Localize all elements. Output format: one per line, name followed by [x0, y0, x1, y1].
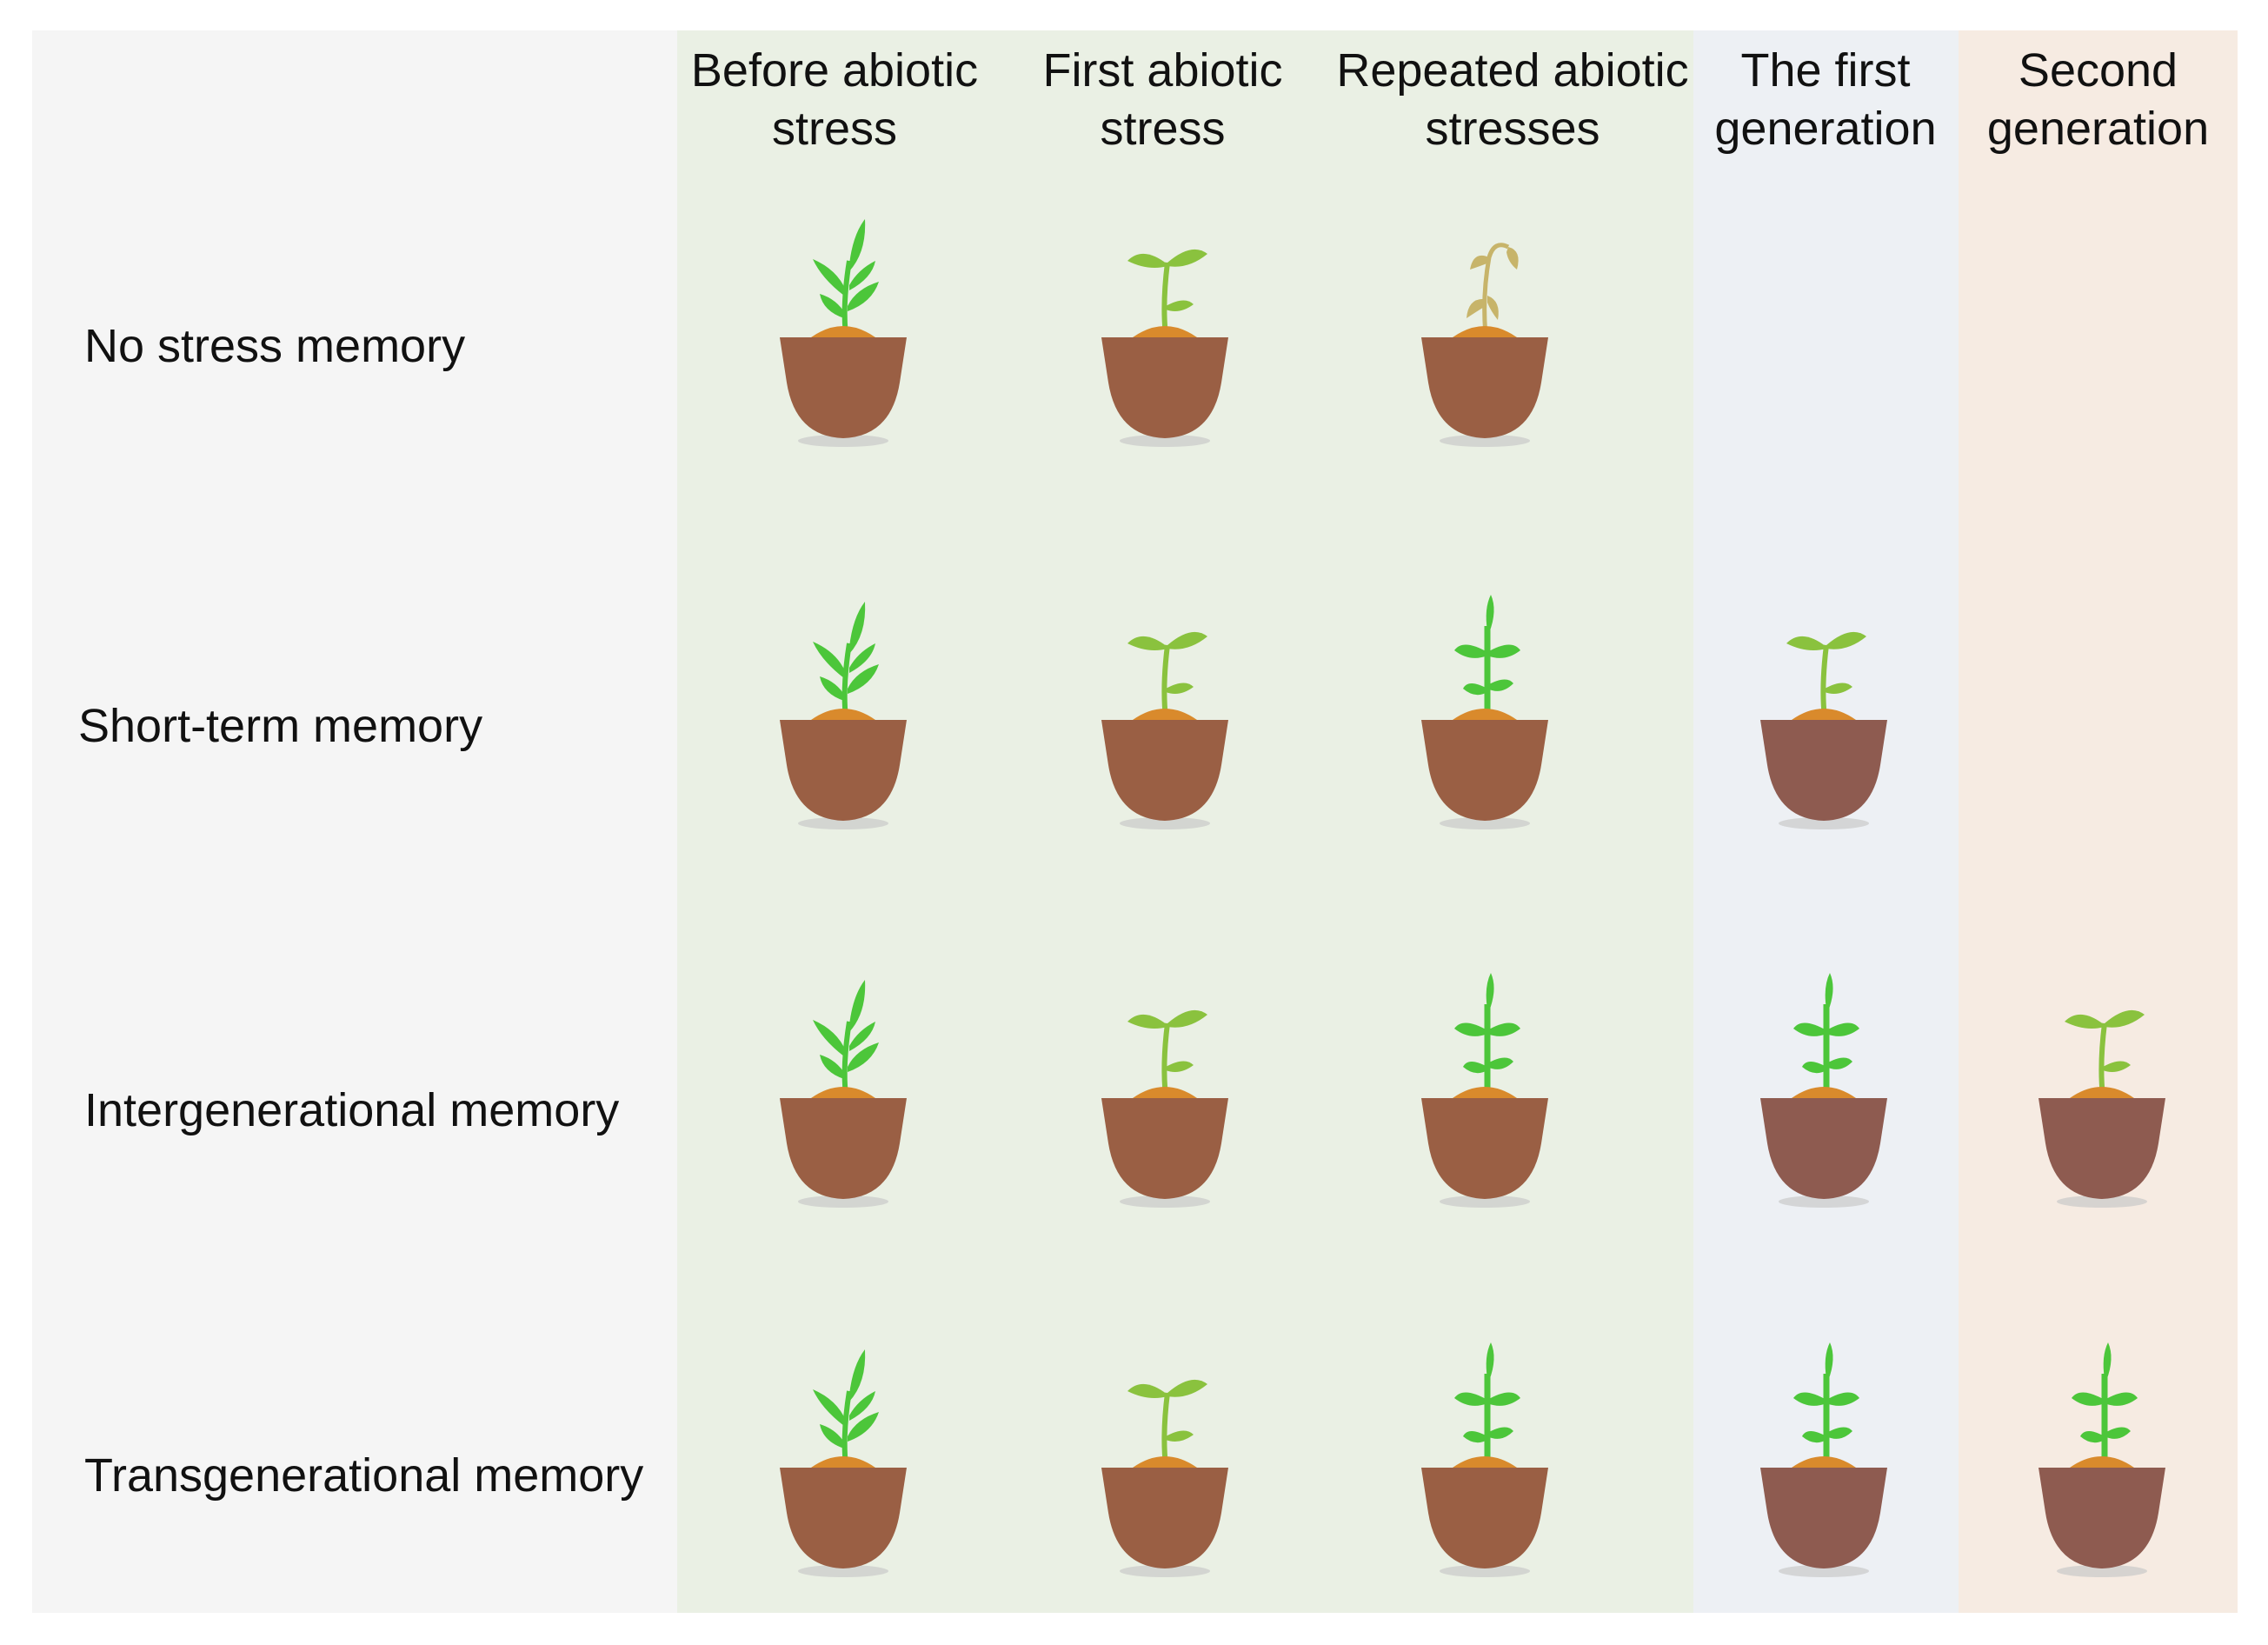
sprout-mild-plant-icon: [1760, 631, 1887, 829]
plant-inter-gen2: [2028, 969, 2176, 1213]
column-header-first-generation: The first generation: [1714, 44, 1937, 155]
row-label-transgenerational-memory: Transgenerational memory: [84, 1449, 644, 1502]
sprout-mild-plant-icon: [1101, 1379, 1228, 1577]
healthy-bright-plant-icon: [2039, 1342, 2165, 1577]
plant-inter-first: [1091, 969, 1239, 1213]
plant-inter-repeated: [1411, 969, 1559, 1213]
healthy-leafy-plant-icon: [780, 602, 907, 829]
healthy-bright-plant-icon: [1421, 595, 1548, 829]
row-label-short-term-memory: Short-term memory: [78, 700, 483, 752]
column-header-second-generation: Second generation: [1986, 44, 2210, 155]
healthy-bright-plant-icon: [1760, 1342, 1887, 1577]
plant-trans-gen1: [1750, 1339, 1898, 1582]
plant-trans-gen2: [2028, 1339, 2176, 1582]
healthy-bright-plant-icon: [1421, 1342, 1548, 1577]
healthy-leafy-plant-icon: [780, 980, 907, 1208]
column-header-first-stress: First abiotic stress: [1042, 44, 1283, 155]
plant-short-before: [769, 591, 917, 835]
plant-trans-first: [1091, 1339, 1239, 1582]
row-label-no-stress-memory: No stress memory: [84, 320, 466, 372]
row-label-intergenerational-memory: Intergenerational memory: [84, 1084, 620, 1136]
sprout-mild-plant-icon: [2039, 1009, 2165, 1208]
plant-inter-gen1: [1750, 969, 1898, 1213]
wilted-plant-icon: [1421, 243, 1548, 447]
plant-trans-repeated: [1411, 1339, 1559, 1582]
plant-trans-before: [769, 1339, 917, 1582]
plant-none-before: [769, 209, 917, 452]
healthy-bright-plant-icon: [1760, 973, 1887, 1208]
healthy-bright-plant-icon: [1421, 973, 1548, 1208]
sprout-mild-plant-icon: [1101, 1009, 1228, 1208]
column-header-before-stress: Before abiotic stress: [690, 44, 979, 155]
plant-none-repeated: [1411, 209, 1559, 452]
column-header-repeated-stresses: Repeated abiotic stresses: [1336, 44, 1689, 155]
sprout-mild-plant-icon: [1101, 249, 1228, 447]
sprout-mild-plant-icon: [1101, 631, 1228, 829]
plant-short-repeated: [1411, 591, 1559, 835]
healthy-leafy-plant-icon: [780, 1349, 907, 1577]
plant-inter-before: [769, 969, 917, 1213]
healthy-leafy-plant-icon: [780, 219, 907, 447]
row-label-panel: [32, 30, 677, 1613]
plant-short-first: [1091, 591, 1239, 835]
plant-short-gen1: [1750, 591, 1898, 835]
second-generation-panel: [1959, 30, 2238, 1613]
plant-none-first: [1091, 209, 1239, 452]
